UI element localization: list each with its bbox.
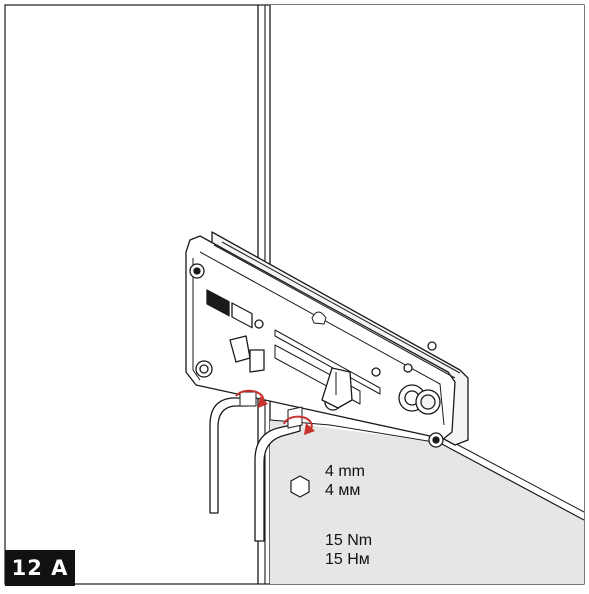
step-badge: 12 A	[5, 550, 75, 586]
torque-ru: 15 Нм	[325, 551, 370, 568]
rotate-arrow-right-icon	[283, 415, 315, 435]
hex-key-left	[209, 391, 257, 514]
torque-en: 15 Nm	[325, 532, 373, 549]
hex-size-en: 4 mm	[325, 463, 365, 480]
hex-size-ru: 4 мм	[325, 482, 361, 499]
hexagon-icon	[290, 475, 310, 498]
rotate-arrow-left-icon	[235, 389, 268, 408]
glass-hinge	[185, 231, 469, 448]
